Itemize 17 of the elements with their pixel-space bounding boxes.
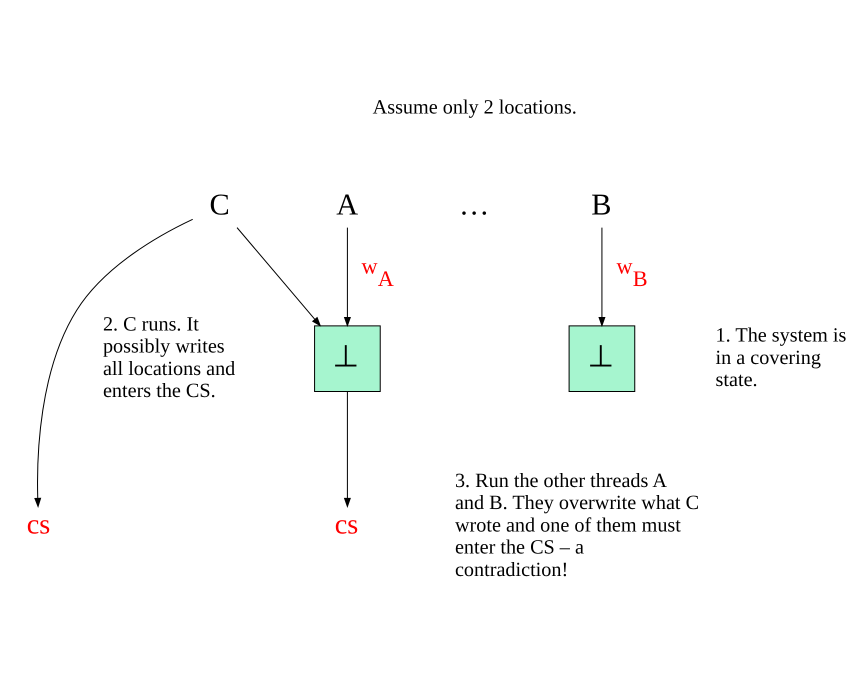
node-text: cs [26,508,50,540]
node-text: C [210,186,230,221]
arrow [344,391,351,508]
label: 1. The system is in a covering state. [716,324,846,390]
arrow [236,226,322,326]
arrow [344,227,351,327]
arrow [34,218,193,508]
label: 2. C runs. It possibly writes all locations and enters the CS. [102,312,236,402]
node-text: B [591,186,612,221]
label: 3. Run the other threads A and B. They overwrite what C wrote and one of them must enter the CS – a contradiction! [454,469,700,580]
label: … [459,186,490,221]
node-text: cs [334,508,358,540]
arrow [598,227,606,327]
node-box: ⊥ [314,324,381,392]
node-text: A [336,186,358,221]
node-box: ⊥ [568,324,636,392]
label: Assume only 2 locations. [372,96,577,118]
